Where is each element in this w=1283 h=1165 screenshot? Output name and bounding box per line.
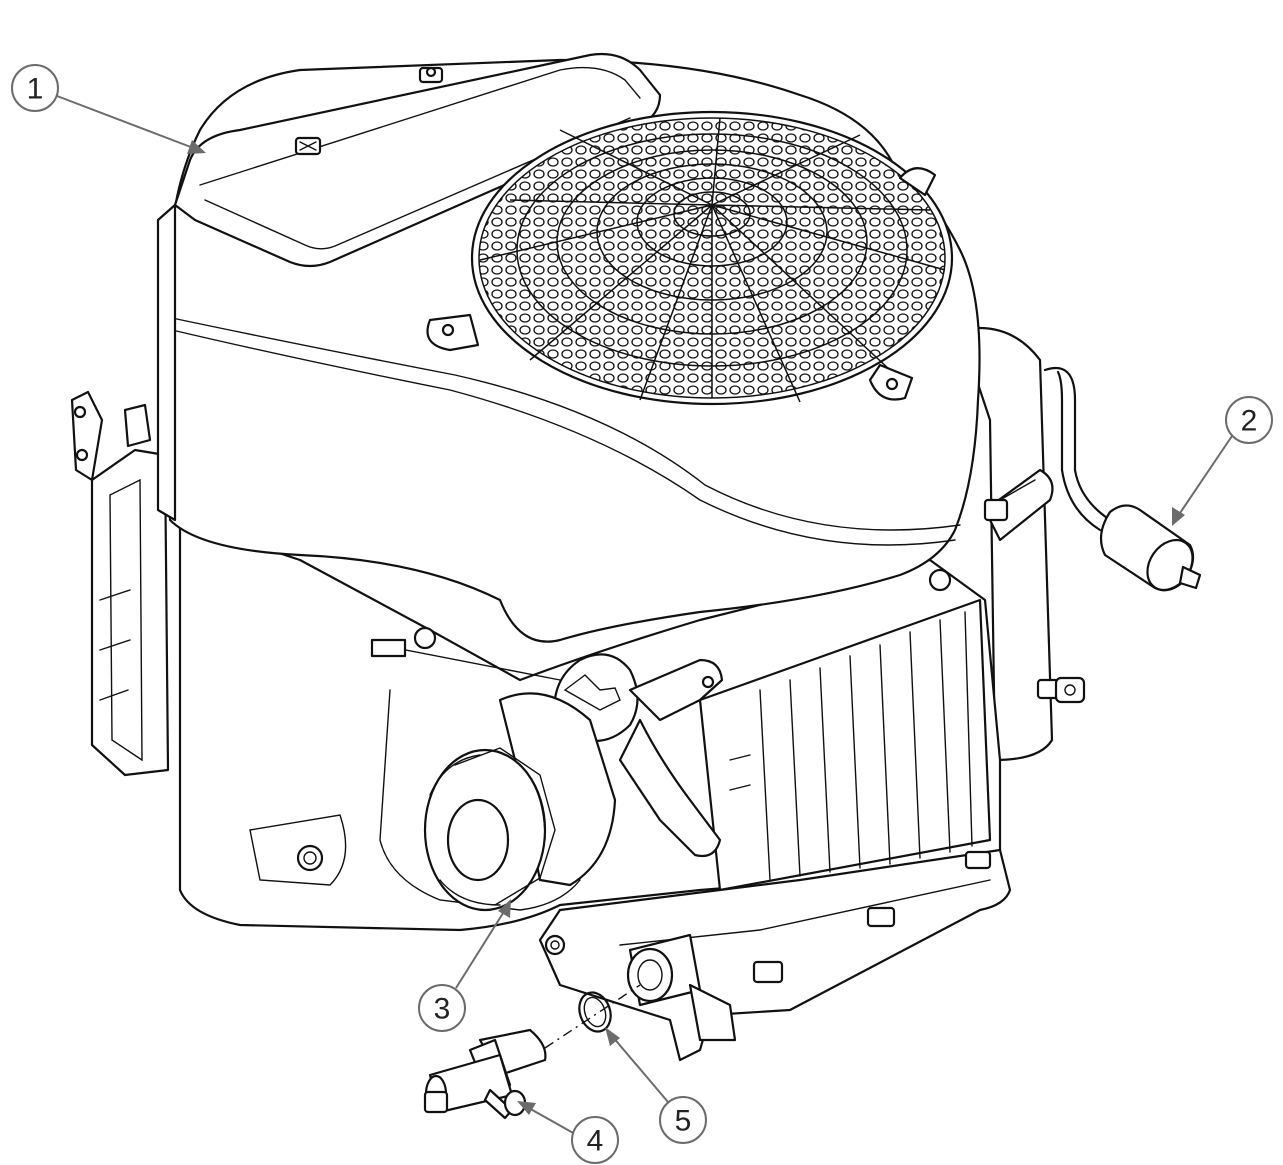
- callout-2-circle: [1225, 396, 1273, 444]
- air-cleaner-cover: [173, 52, 662, 268]
- cooling-fins: [698, 598, 992, 892]
- callout-1: 1: [11, 64, 206, 154]
- mount-base: [538, 848, 1012, 1062]
- callout-5-circle: [659, 1096, 707, 1144]
- rear-housing: [958, 326, 1054, 762]
- callout-3-circle: [418, 984, 466, 1032]
- drain-valve: [423, 1028, 547, 1120]
- callout-5: 5: [605, 1027, 707, 1144]
- fuel-hose: [1043, 367, 1112, 522]
- callout-2-number: 2: [1241, 405, 1258, 438]
- callout-3-number: 3: [434, 993, 451, 1026]
- callout-4-number: 4: [587, 1125, 604, 1158]
- fan-grille: [426, 110, 954, 406]
- side-housing: [90, 448, 170, 777]
- callout-4-circle: [571, 1116, 619, 1164]
- engine-illustration: [70, 52, 1202, 1120]
- side-bolt: [1036, 676, 1086, 704]
- callout-1-number: 1: [27, 73, 44, 106]
- oil-filter: [423, 692, 617, 912]
- callout-2: 2: [1172, 396, 1273, 526]
- assembly-centerline: [544, 984, 641, 1049]
- callout-4: 4: [517, 1101, 619, 1164]
- callout-3: 3: [418, 899, 511, 1032]
- callout-1-circle: [11, 64, 59, 112]
- callout-5-number: 5: [675, 1105, 692, 1138]
- fuel-filter: [1099, 504, 1202, 592]
- dipstick-cap: [553, 653, 724, 858]
